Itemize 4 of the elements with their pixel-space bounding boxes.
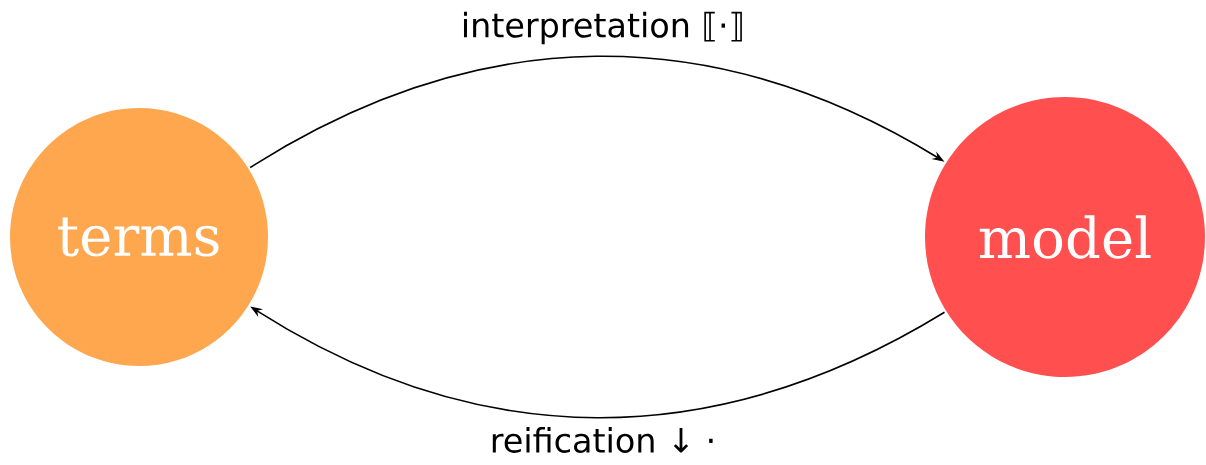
edge-label: reification ↓ · [486,423,720,457]
circle-node: model [925,97,1205,377]
edge-label: interpretation ⟦·⟧ [457,8,749,48]
circle-node: terms [10,108,268,366]
